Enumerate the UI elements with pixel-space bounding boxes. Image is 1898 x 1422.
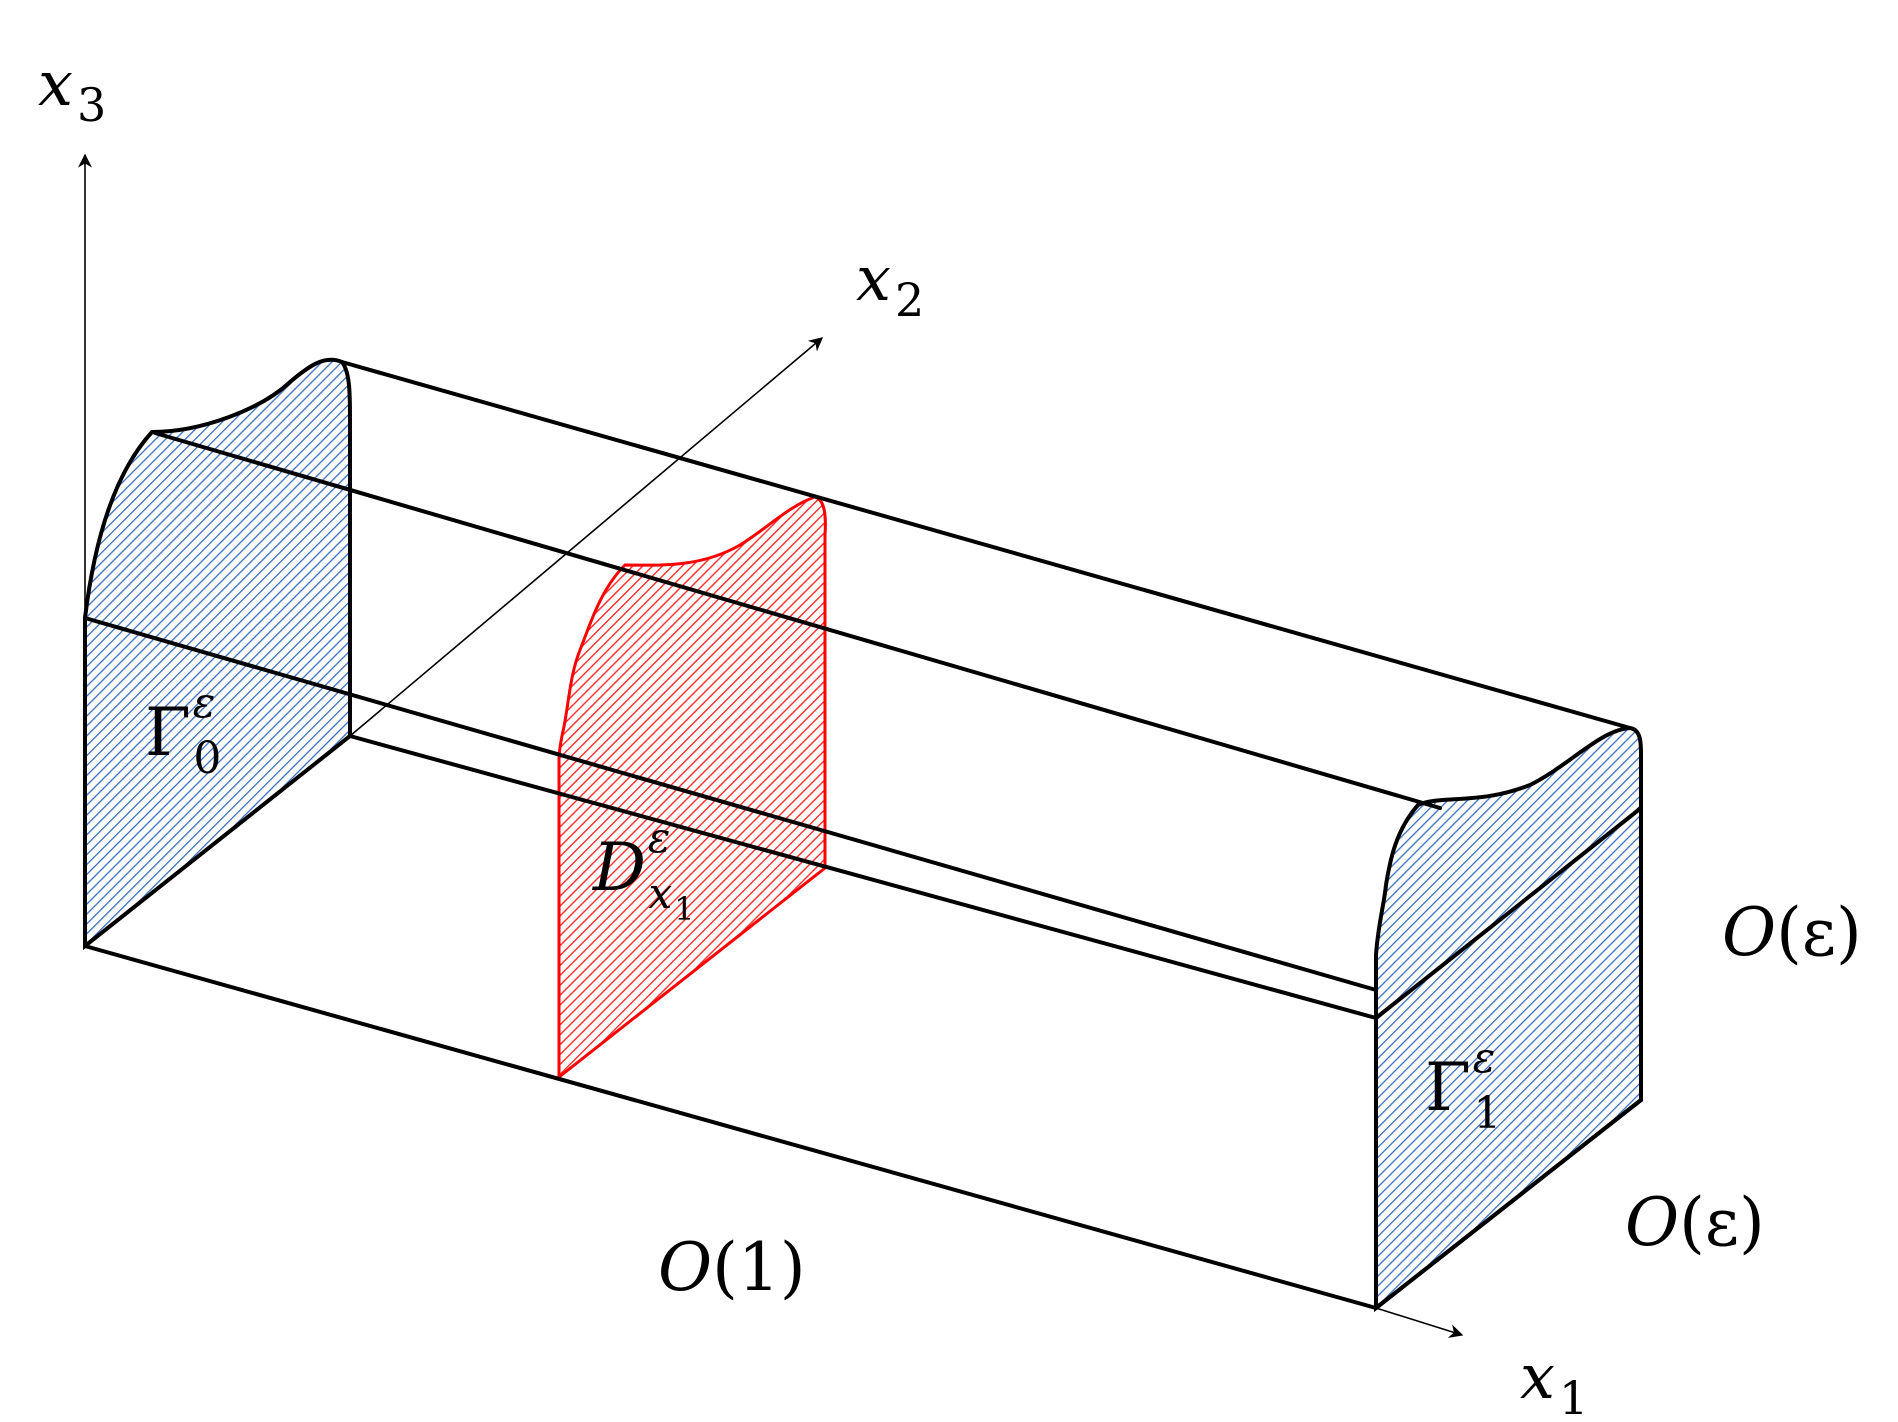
height-label: O(ε): [1722, 894, 1862, 971]
box-edges: [83, 360, 1643, 1310]
depth-label: O(ε): [1625, 1184, 1765, 1261]
gamma0-face: [83, 357, 352, 951]
cross-section-face: [557, 495, 827, 1081]
x2-label: x2: [856, 242, 924, 327]
x3-label: x3: [38, 47, 106, 132]
x2-axis: [349, 337, 824, 737]
x1-axis: [1375, 1307, 1464, 1338]
x1-label: x1: [1520, 1340, 1588, 1422]
gamma1-face: [1374, 725, 1644, 1313]
length-label: O(1): [658, 1229, 806, 1306]
